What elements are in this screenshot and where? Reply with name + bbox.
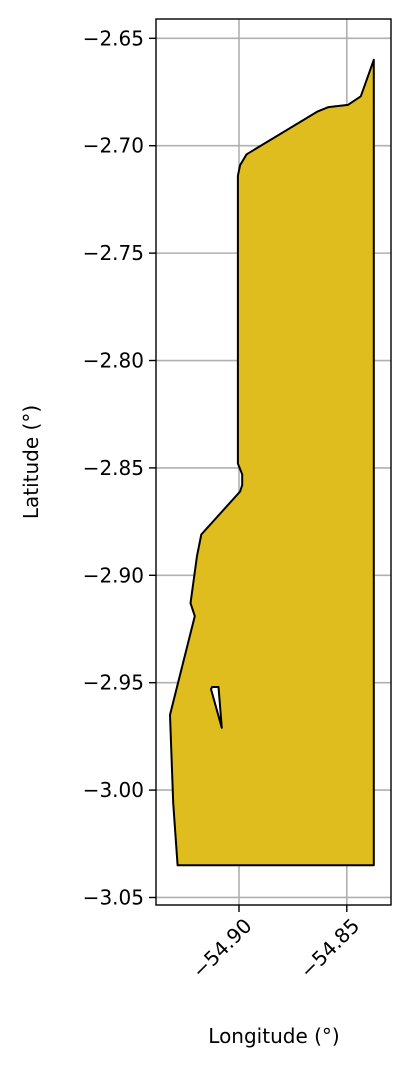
y-tick-label: −2.90 bbox=[83, 563, 144, 587]
y-tick-label: −3.05 bbox=[83, 885, 144, 909]
y-tick-label: −2.85 bbox=[83, 456, 144, 480]
y-tick-label: −3.00 bbox=[83, 778, 144, 802]
y-tick-label: −2.95 bbox=[83, 671, 144, 695]
region-polygon-group bbox=[169, 58, 375, 867]
y-axis-ticks: −2.65 −2.70 −2.75 −2.80 −2.85 −2.90 −2.95 −3.00… bbox=[83, 26, 156, 909]
y-axis-title: Latitude (°) bbox=[19, 405, 43, 519]
x-axis-title: Longitude (°) bbox=[208, 1024, 339, 1048]
y-tick-label: −2.65 bbox=[83, 26, 144, 50]
region-polygon bbox=[169, 58, 375, 867]
y-tick-label: −2.75 bbox=[83, 241, 144, 265]
y-tick-label: −2.70 bbox=[83, 134, 144, 158]
plot-frame bbox=[155, 18, 392, 906]
y-tick-label: −2.80 bbox=[83, 349, 144, 373]
